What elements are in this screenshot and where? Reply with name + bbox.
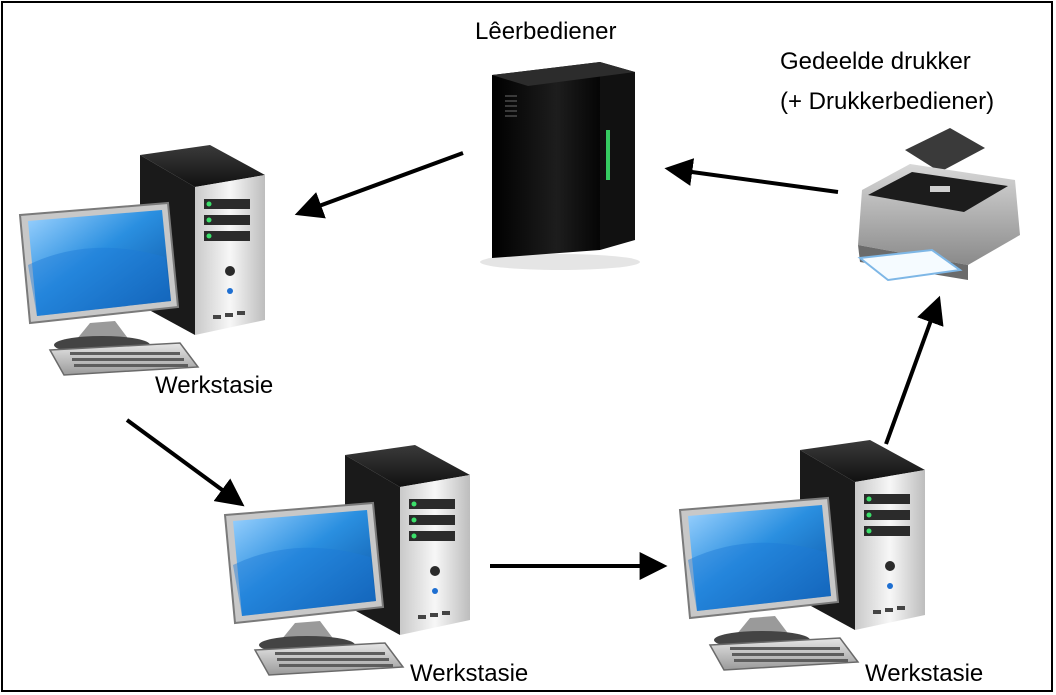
arrow-server-to-left-workstation (294, 151, 464, 219)
arrow-left-to-bottom-middle (125, 418, 245, 507)
file-server-label: Lêerbediener (475, 18, 617, 45)
workstation-bottom-middle-label: Werkstasie (410, 660, 529, 687)
workstation-bottom-right-icon (679, 439, 926, 671)
workstation-left-icon (19, 144, 266, 376)
shared-printer-label-line2: (+ Drukkerbediener) (780, 88, 995, 115)
arrow-printer-to-server (664, 158, 839, 194)
arrow-bottom-right-to-printer (884, 295, 944, 445)
shared-printer-label-line1: Gedeelde drukker (780, 48, 971, 75)
printer-icon (857, 128, 1020, 282)
file-server-icon (480, 62, 640, 270)
workstation-bottom-right-label: Werkstasie (865, 660, 984, 687)
workstation-left-label: Werkstasie (155, 372, 274, 399)
workstation-bottom-middle-icon (224, 444, 471, 676)
